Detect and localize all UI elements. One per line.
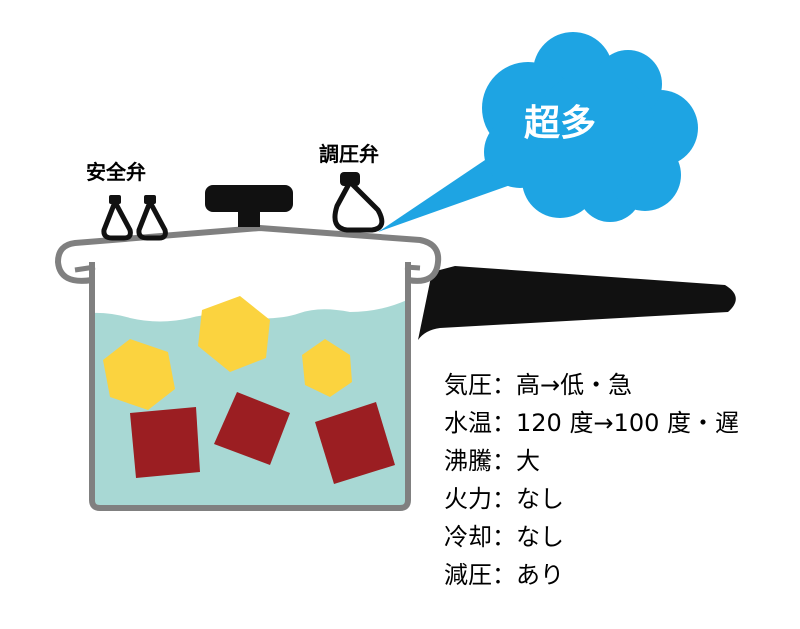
lid-knob: [205, 185, 293, 227]
conditions-list: 気圧：高→低・急 水温：120 度→100 度・遅 沸騰：大 火力：なし 冷却：…: [444, 366, 739, 594]
steam-amount-label: 超多: [524, 103, 597, 144]
meat-piece: [214, 392, 290, 465]
pot-lid: [55, 225, 442, 284]
condition-row: 火力：なし: [444, 480, 739, 518]
condition-sep: ：: [492, 523, 516, 551]
potato-piece: [302, 339, 352, 397]
safety-valve-caps: [109, 195, 156, 204]
condition-name: 減圧: [444, 561, 492, 589]
food-red: [130, 392, 395, 484]
condition-sep: ：: [492, 447, 516, 475]
condition-row: 気圧：高→低・急: [444, 366, 739, 404]
condition-name: 冷却: [444, 523, 492, 551]
pot-wall: [89, 262, 411, 511]
condition-row: 減圧：あり: [444, 556, 739, 594]
condition-sep: ：: [492, 561, 516, 589]
condition-row: 水温：120 度→100 度・遅: [444, 404, 739, 442]
meat-piece: [130, 407, 200, 478]
condition-name: 気圧: [444, 371, 492, 399]
condition-value: あり: [516, 561, 564, 589]
pressure-valve-label: 調圧弁: [319, 142, 379, 166]
steam-cloud: [378, 32, 698, 232]
food-yellow: [103, 296, 352, 410]
potato-piece: [103, 339, 175, 410]
condition-value: 120 度→100 度・遅: [516, 409, 739, 437]
condition-sep: ：: [492, 485, 516, 513]
condition-value: 大: [516, 447, 540, 475]
condition-name: 火力: [444, 485, 492, 513]
condition-value: なし: [516, 523, 564, 551]
meat-piece: [315, 402, 395, 484]
potato-piece: [198, 296, 270, 372]
condition-sep: ：: [492, 409, 516, 437]
condition-value: なし: [516, 485, 564, 513]
pot-handle: [418, 266, 736, 340]
steam-jet: [378, 158, 530, 232]
condition-row: 冷却：なし: [444, 518, 739, 556]
condition-name: 沸騰: [444, 447, 492, 475]
safety-valve: [101, 199, 168, 241]
safety-valve-label: 安全弁: [86, 160, 146, 184]
condition-row: 沸騰：大: [444, 442, 739, 480]
pressure-valve: [332, 172, 385, 233]
condition-name: 水温: [444, 409, 492, 437]
condition-value: 高→低・急: [516, 371, 633, 399]
condition-sep: ：: [492, 371, 516, 399]
